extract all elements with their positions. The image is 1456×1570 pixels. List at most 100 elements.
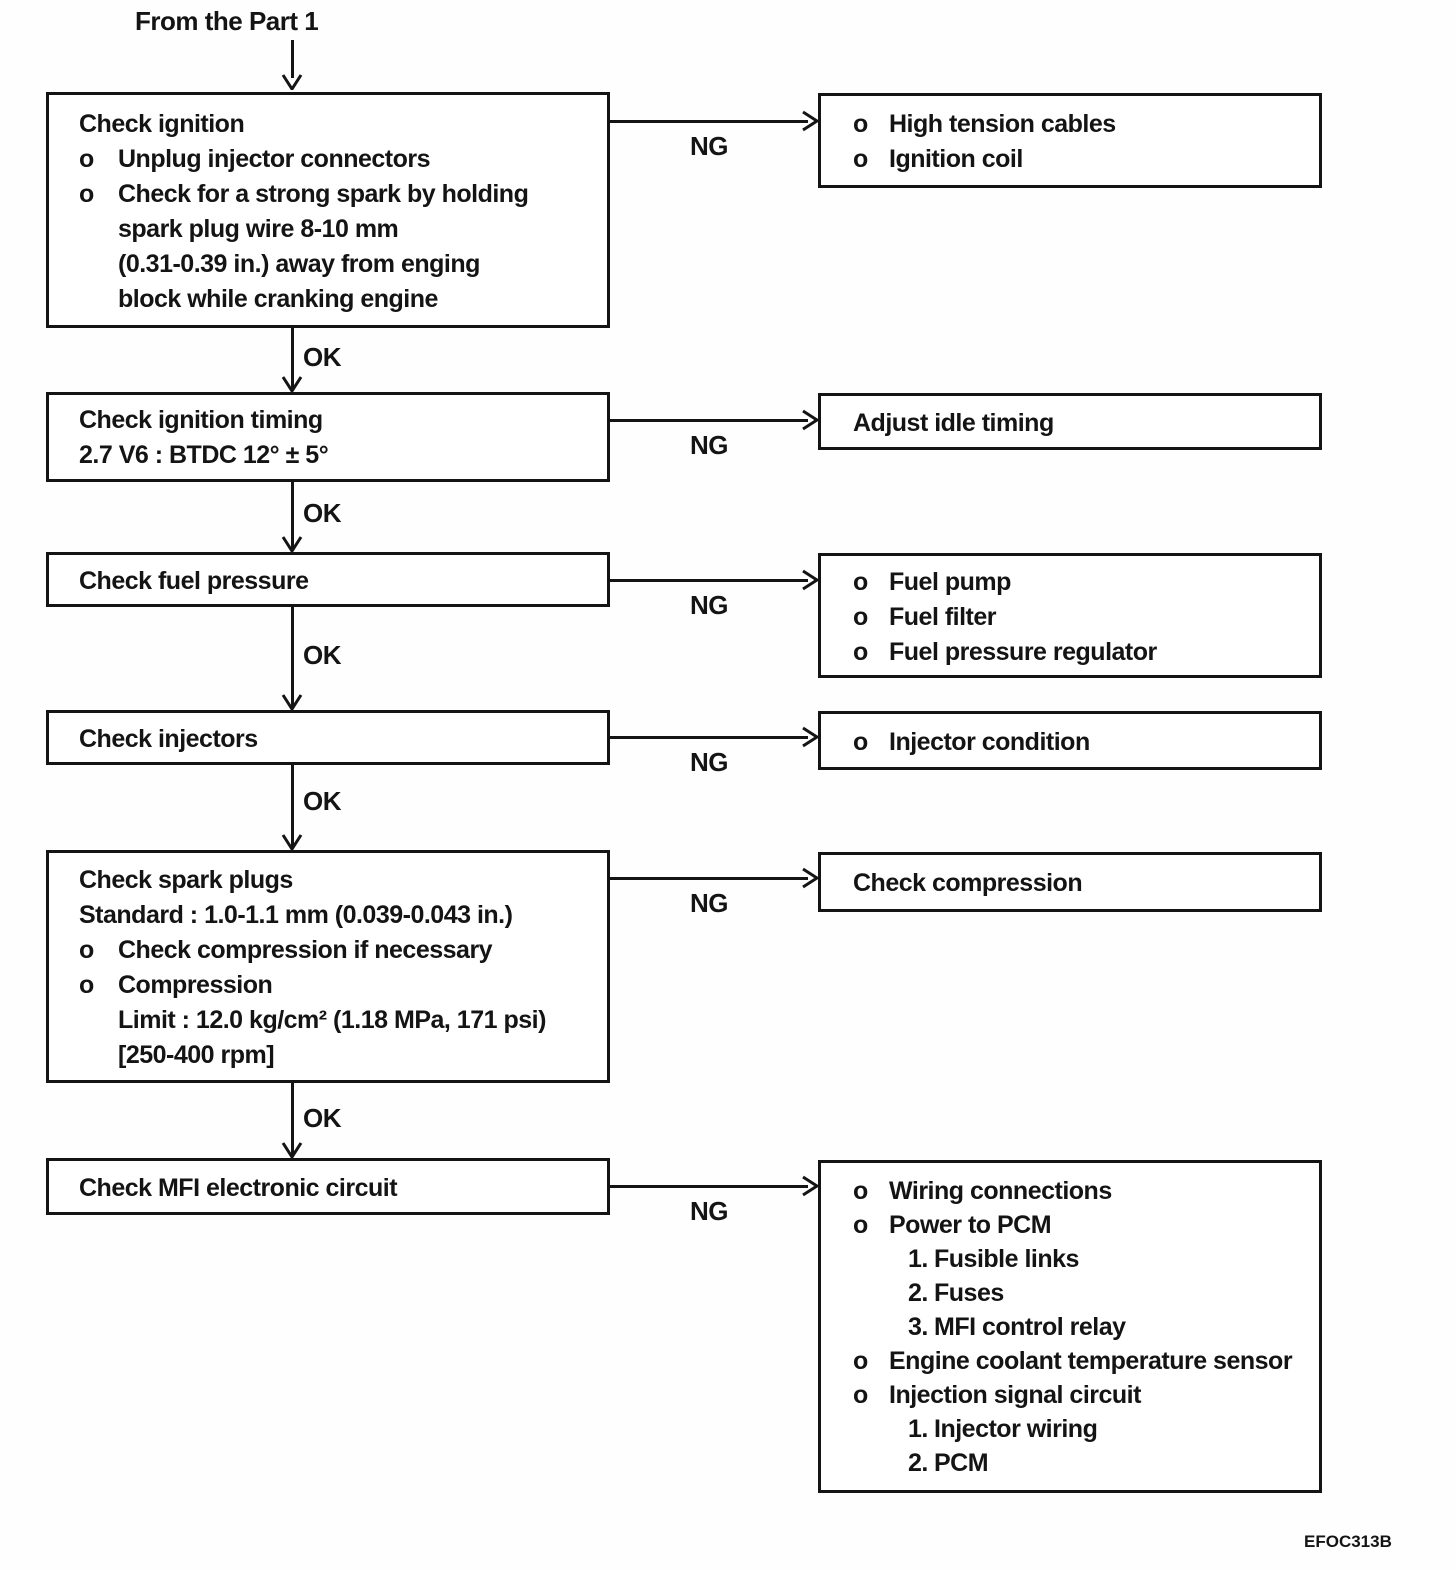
arrowhead-right-icon [802,409,820,431]
ng-line [610,736,808,739]
step-check-injectors: Check injectors [46,710,610,765]
ng-line [610,877,808,880]
bullet: o [79,936,94,964]
step-check-fuel-pressure: Check fuel pressure [46,552,610,607]
bullet: o [79,971,94,999]
step-check-ignition-timing: Check ignition timing 2.7 V6 : BTDC 12° … [46,392,610,482]
box-line: block while cranking engine [118,285,438,313]
box-line: 1.Injector wiring [821,1412,1319,1446]
ng-line [610,1185,808,1188]
flow-line-vertical [291,40,294,78]
bullet: o [853,110,868,138]
bullet: o [853,1177,868,1205]
ng-label: NG [690,131,729,161]
box-line: Check spark plugs [79,866,293,894]
step-check-spark-plugs: Check spark plugs Standard : 1.0-1.1 mm … [46,850,610,1083]
box-line: Check compression [853,869,1083,897]
ok-label: OK [303,786,342,816]
arrowhead-down-icon [281,536,303,554]
bullet: o [853,728,868,756]
ng-label: NG [690,1196,729,1226]
list-number: 1. [908,1245,928,1273]
list-number: 1. [908,1415,928,1443]
result-check-compression: Check compression [818,852,1322,912]
arrowhead-right-icon [802,867,820,889]
ng-label: NG [690,747,729,777]
ng-line [610,120,808,123]
list-number: 2. [908,1449,928,1477]
step-check-mfi-circuit: Check MFI electronic circuit [46,1158,610,1215]
box-line: 2.PCM [821,1446,1319,1480]
bullet: o [853,1381,868,1409]
ng-label: NG [690,888,729,918]
bullet: o [79,180,94,208]
result-adjust-idle-timing: Adjust idle timing [818,393,1322,450]
box-line: Check fuel pressure [79,567,309,595]
bullet: o [853,145,868,173]
box-line: 3.MFI control relay [821,1310,1319,1344]
arrowhead-down-icon [281,694,303,712]
box-line: 1.Fusible links [821,1242,1319,1276]
box-line: Adjust idle timing [853,409,1054,437]
box-line: Check ignition [79,110,245,138]
box-line: Limit : 12.0 kg/cm² (1.18 MPa, 171 psi) [118,1006,546,1034]
box-line: Check ignition timing [79,406,323,434]
entry-label: From the Part 1 [135,6,319,36]
arrowhead-down-icon [281,834,303,852]
ng-line [610,419,808,422]
bullet: o [853,603,868,631]
arrowhead-right-icon [802,569,820,591]
bullet: o [79,145,94,173]
flow-line-vertical [291,328,294,390]
bullet: o [853,638,868,666]
arrowhead-down-icon [281,74,303,92]
figure-code: EFOC313B [1304,1532,1392,1551]
arrowhead-right-icon [802,1175,820,1197]
flow-line-vertical [291,607,294,708]
box-line: Check injectors [79,725,258,753]
ok-label: OK [303,342,342,372]
bullet: o [853,1347,868,1375]
box-line: 2.7 V6 : BTDC 12° ± 5° [79,441,329,469]
ng-label: NG [690,430,729,460]
ok-label: OK [303,640,342,670]
arrowhead-down-icon [281,1142,303,1160]
arrowhead-right-icon [802,110,820,132]
arrowhead-down-icon [281,376,303,394]
box-line: (0.31-0.39 in.) away from enging [118,250,480,278]
flow-line-vertical [291,765,294,848]
arrowhead-right-icon [802,726,820,748]
box-line: spark plug wire 8-10 mm [118,215,399,243]
list-number: 3. [908,1313,928,1341]
flow-line-vertical [291,482,294,550]
ok-label: OK [303,1103,342,1133]
list-number: 2. [908,1279,928,1307]
box-line: Check MFI electronic circuit [79,1174,398,1202]
ng-label: NG [690,590,729,620]
ng-line [610,579,808,582]
ok-label: OK [303,498,342,528]
box-line: Standard : 1.0-1.1 mm (0.039-0.043 in.) [79,901,513,929]
box-line: [250-400 rpm] [118,1041,275,1069]
bullet: o [853,1211,868,1239]
box-line: 2.Fuses [821,1276,1319,1310]
bullet: o [853,568,868,596]
flow-line-vertical [291,1083,294,1156]
